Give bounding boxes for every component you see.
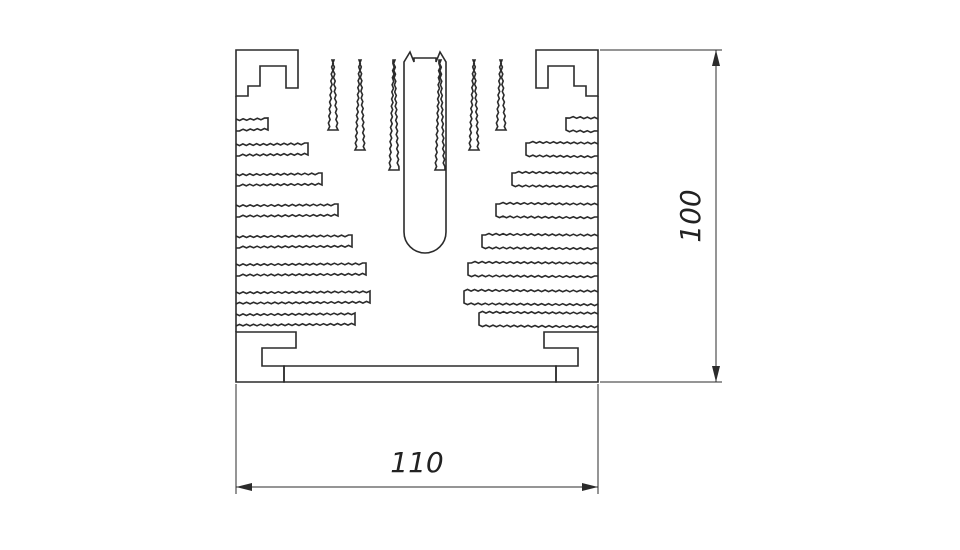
- fins-left: [235, 117, 371, 327]
- fin-top: [353, 59, 367, 151]
- width-dimension: [235, 384, 599, 494]
- fin-left: [235, 234, 353, 249]
- fin-right: [565, 115, 599, 134]
- fin-right: [481, 232, 599, 251]
- slot-bottom-right: [543, 331, 599, 383]
- fin-top: [326, 59, 340, 131]
- fin-top: [433, 59, 446, 171]
- fin-left: [235, 311, 356, 327]
- fins-top: [326, 59, 508, 171]
- fin-top: [387, 59, 400, 171]
- slot-top-right: [535, 49, 599, 97]
- fin-left: [235, 142, 309, 157]
- fin-right: [478, 310, 599, 329]
- slot-bottom-left: [235, 331, 297, 383]
- fin-right: [525, 140, 599, 159]
- heatsink-profile: [235, 49, 599, 383]
- fin-left: [235, 289, 371, 305]
- fin-left: [235, 203, 339, 218]
- fin-left: [235, 117, 269, 132]
- width-dimension-label: 110: [390, 446, 443, 479]
- fin-top: [467, 59, 481, 151]
- fin-right: [467, 260, 599, 279]
- height-dimension: [600, 49, 722, 383]
- center-channel: [403, 50, 447, 254]
- fin-top: [494, 59, 508, 131]
- fin-left: [235, 172, 323, 187]
- height-dimension-label: 100: [674, 189, 707, 242]
- slot-top-left: [235, 49, 299, 97]
- base-plate: [283, 365, 557, 383]
- fin-left: [235, 262, 367, 277]
- fin-right: [495, 201, 599, 220]
- fin-right: [463, 288, 599, 307]
- fins-right: [463, 115, 599, 329]
- fin-right: [511, 170, 599, 189]
